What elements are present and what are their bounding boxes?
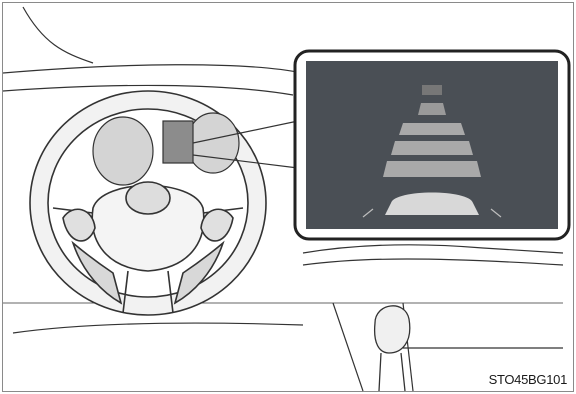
figure-code: STO45BG101 bbox=[489, 372, 567, 387]
distance-bar-1 bbox=[399, 123, 465, 135]
dashboard-illustration bbox=[3, 3, 575, 393]
multi-information-display bbox=[163, 121, 193, 163]
distance-bar-far bbox=[422, 85, 442, 95]
display-inset bbox=[295, 51, 569, 239]
distance-bar-2 bbox=[391, 141, 473, 155]
lead-vehicle-icon bbox=[418, 103, 446, 115]
distance-bar-3 bbox=[383, 161, 481, 177]
